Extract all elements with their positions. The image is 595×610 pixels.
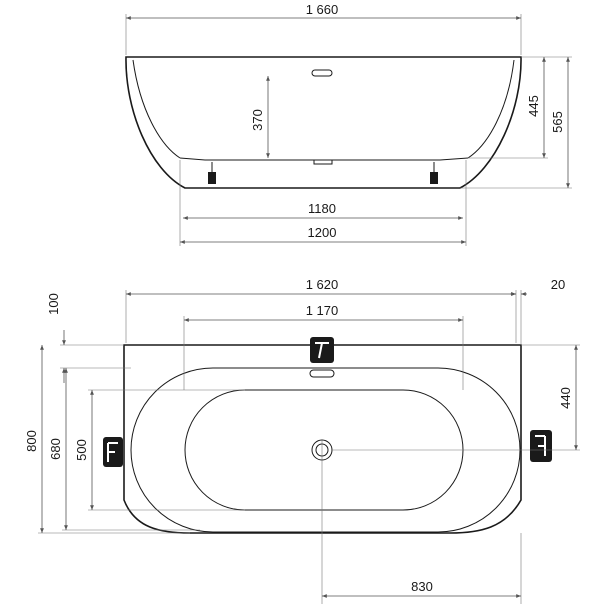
wall-bracket-right-icon [530,430,552,462]
dim-top-800: 800 [24,430,39,452]
dim-side-1200: 1200 [308,225,337,240]
overflow-icon [309,369,335,378]
dim-top-1170: 1 170 [306,303,339,318]
dim-top-100: 100 [46,293,61,315]
dim-top-1620: 1 620 [306,277,339,292]
wall-bracket-top-icon [310,337,334,363]
leg-right-icon [430,162,438,184]
top-view: 1 620 20 1 170 100 800 680 500 [24,277,580,604]
dim-top-440: 440 [558,387,573,409]
dim-top-830: 830 [411,579,433,594]
dim-side-370: 370 [250,109,265,131]
tub-inner-wall-left [132,59,181,159]
tub-side-outline [125,56,522,189]
drain-icon [313,159,333,165]
overflow-icon [311,69,333,77]
tub-top-outline [123,344,522,534]
leg-left-icon [208,162,216,184]
dim-side-1180: 1180 [308,201,336,216]
tub-inner-wall-right [467,59,515,159]
side-view: 1 660 370 445 565 1180 1200 [125,2,572,246]
wall-bracket-left-icon [103,437,123,467]
dim-top-20: 20 [551,277,565,292]
dim-side-1660: 1 660 [306,2,339,17]
dim-top-680: 680 [48,438,63,460]
dim-side-565: 565 [550,111,565,133]
dim-side-445: 445 [526,95,541,117]
dim-top-500: 500 [74,439,89,461]
